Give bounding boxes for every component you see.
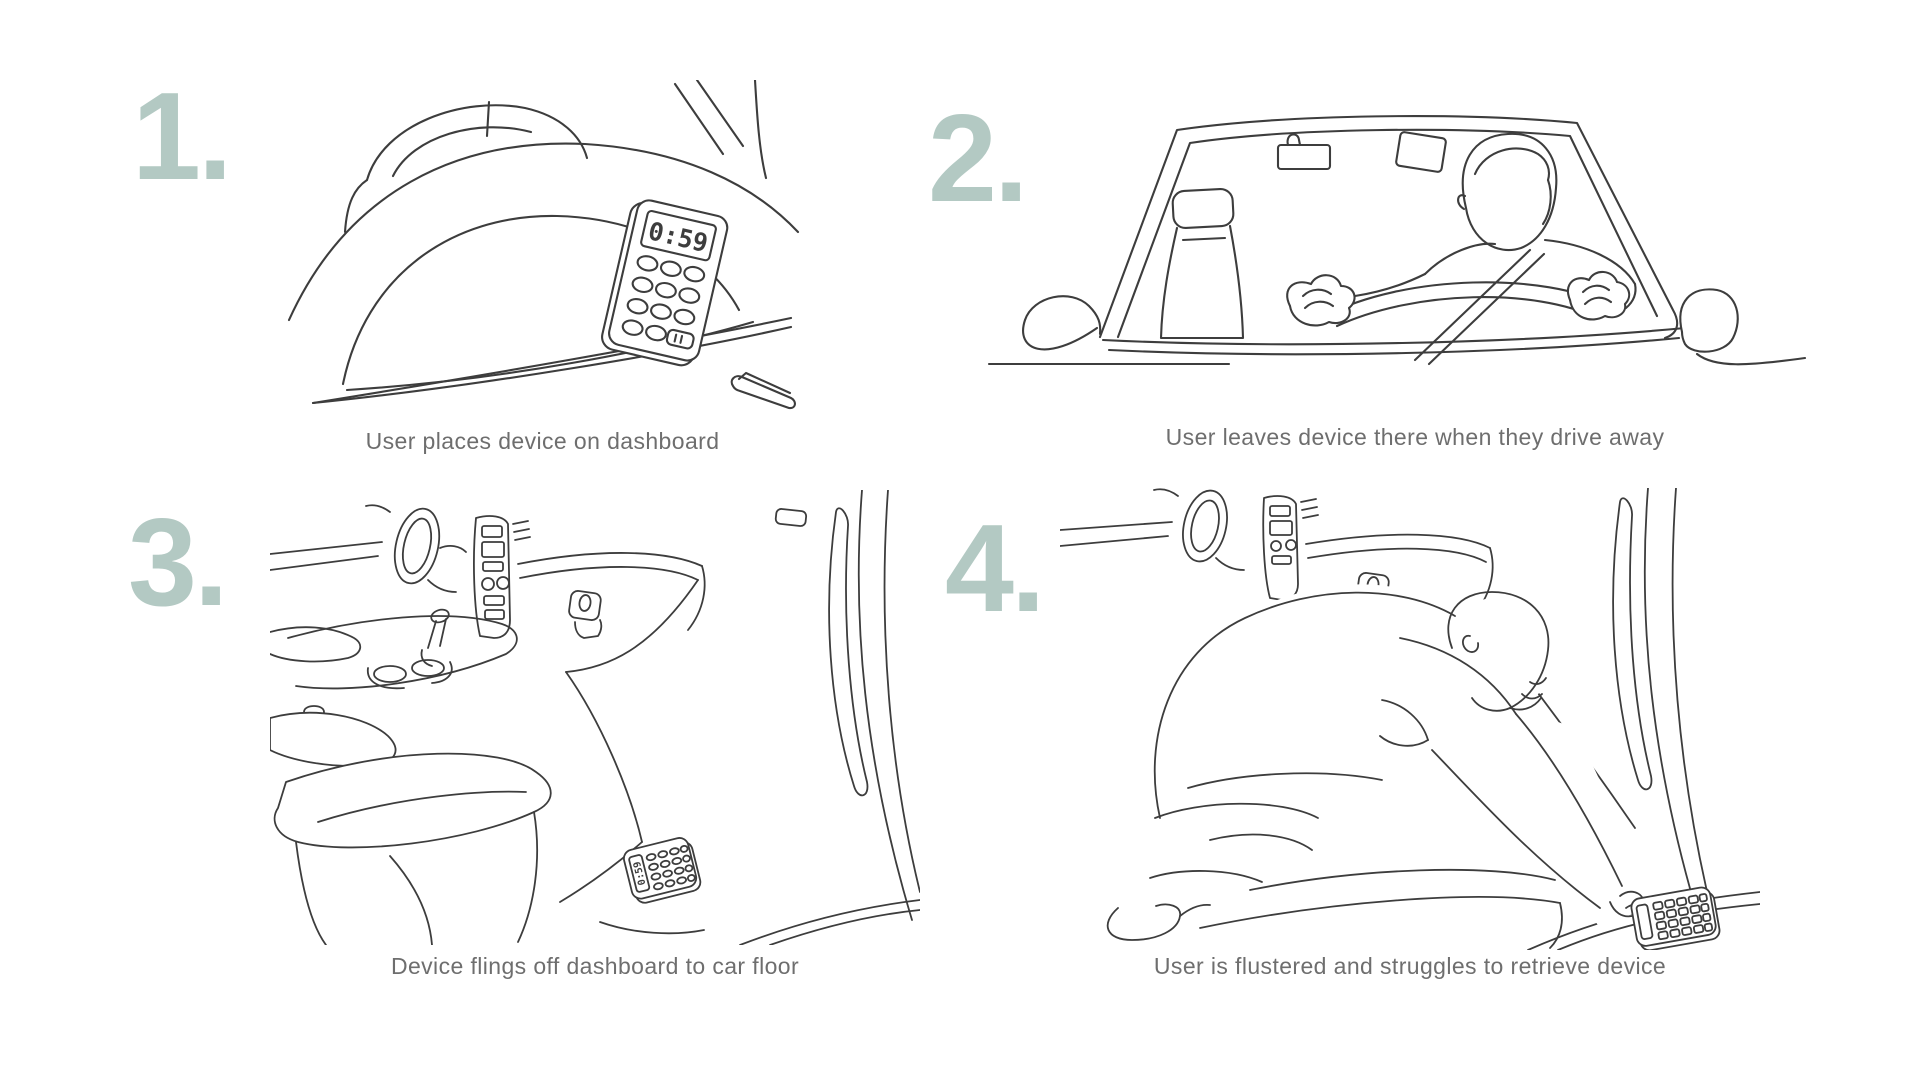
panel-3-number: 3. [128,494,228,632]
panel-1-caption: User places device on dashboard [365,428,720,454]
panel-2-number: 2. [928,90,1028,228]
device-display: 0:59 [646,216,711,258]
car-interior-device-floor-icon: 0:59 [270,490,920,945]
car-dashboard-device-icon: 0:59 [287,80,800,410]
driver-in-car-icon [987,115,1807,366]
panel-3-caption: Device flings off dashboard to car floor [390,953,800,979]
panel-4-caption: User is flustered and struggles to retri… [1153,953,1667,979]
user-figure [1098,584,1658,948]
timer-device-icon [1630,886,1721,950]
panel-2-caption: User leaves device there when they drive… [1165,424,1665,450]
panel-4-number: 4. [945,500,1045,638]
user-retrieving-device-icon [1060,488,1760,950]
timer-device-icon: 0:59 [601,199,729,367]
panel-1-illustration: 0:59 [285,80,800,415]
panel-3-illustration: 0:59 [270,490,920,945]
timer-device-icon: 0:59 [623,837,702,904]
panel-2-illustration [985,88,1810,390]
panel-1-number: 1. [132,68,232,206]
device-display: 0:59 [632,860,649,886]
panel-4-illustration [1060,488,1760,950]
